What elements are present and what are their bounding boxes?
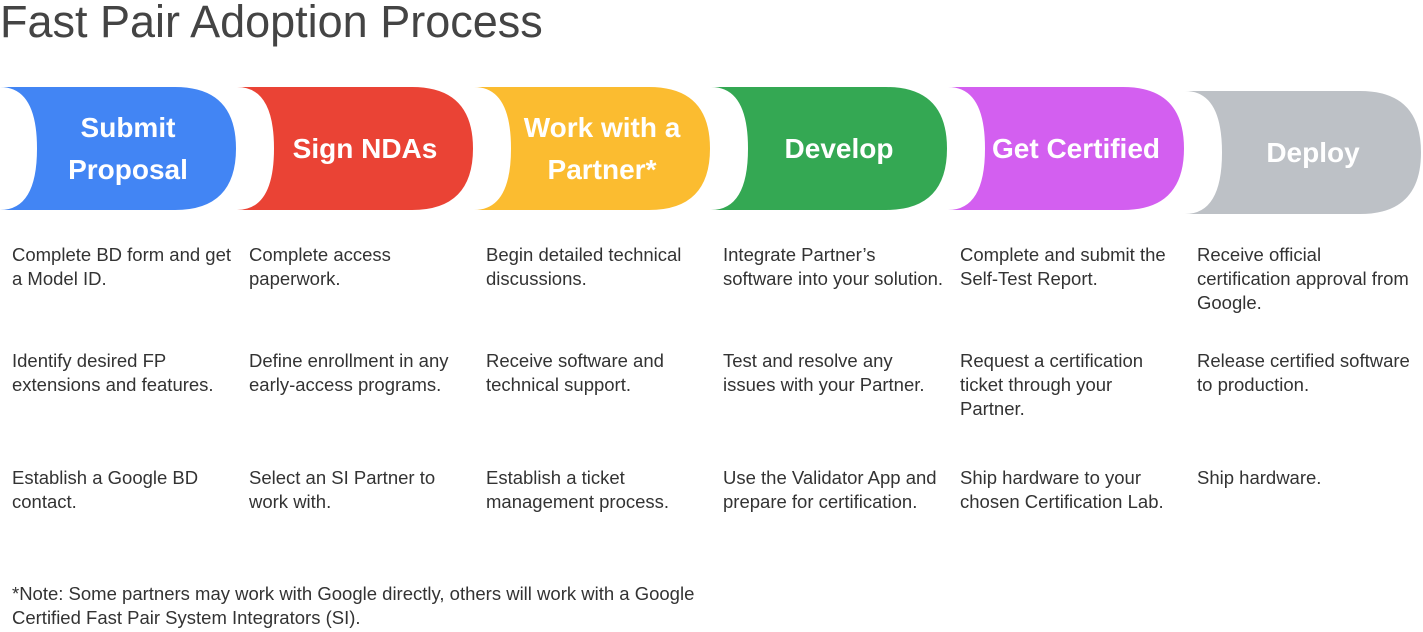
phase-label: Develop [784, 132, 894, 164]
phase-shapes [0, 87, 1421, 214]
phase-step: Select an SI Partner to work with. [249, 467, 436, 512]
phase-step: Use the Validator App and prepare for ce… [723, 467, 937, 512]
phase-shape-0 [0, 87, 236, 210]
phase-step: Ship hardware. [1197, 467, 1322, 488]
phase-shape-4 [948, 87, 1184, 210]
phase-step: Request a certification ticket through y… [960, 350, 1144, 419]
phase-step: Begin detailed technical discussions. [486, 244, 682, 289]
phase-step: Ship hardware to your chosen Certificati… [960, 467, 1164, 512]
phase-label: Submit Proposal [68, 111, 188, 185]
phase-shape-2 [474, 87, 710, 210]
phase-step: Establish a ticket management process. [486, 467, 670, 512]
phase-shape-3 [711, 87, 947, 210]
phase-step: Define enrollment in any early-access pr… [249, 350, 449, 395]
phase-label: Work with a Partner* [523, 111, 681, 185]
phase-shape-5 [1185, 91, 1421, 214]
page-title: Fast Pair Adoption Process [0, 0, 543, 47]
phase-step: Receive software and technical support. [486, 350, 664, 395]
phase-step: Release certified software to production… [1197, 350, 1410, 395]
phase-label: Deploy [1266, 136, 1360, 168]
phase-label: Get Certified [991, 132, 1161, 164]
phase-step: Integrate Partner’s software into your s… [723, 244, 944, 289]
phase-step: Test and resolve any issues with your Pa… [723, 350, 925, 395]
phase-shape-1 [237, 87, 473, 210]
phase-step: Identify desired FP extensions and featu… [12, 350, 214, 395]
phase-step: Complete BD form and get a Model ID. [12, 244, 232, 289]
phase-step: Receive official certification approval … [1197, 244, 1409, 313]
phase-label: Sign NDAs [292, 132, 438, 164]
phase-step: Complete and submit the Self-Test Report… [960, 244, 1166, 289]
phase-step: Complete access paperwork. [249, 244, 391, 289]
footnote: *Note: Some partners may work with Googl… [12, 583, 695, 628]
phase-step: Establish a Google BD contact. [12, 467, 199, 512]
